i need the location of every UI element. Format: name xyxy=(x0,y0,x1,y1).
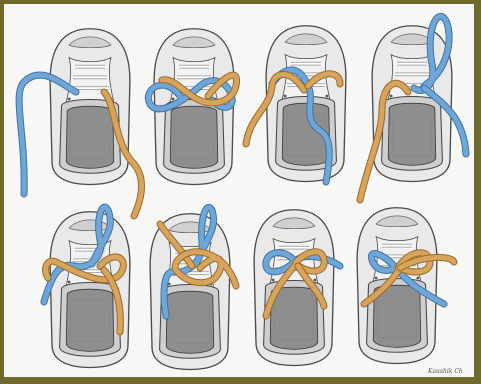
shoes-layer xyxy=(50,26,452,370)
shoe-laces-bow-forming-icon xyxy=(254,210,334,366)
shoe-tying-steps-illustration xyxy=(4,4,474,377)
artist-signature: Kaushik Ch xyxy=(428,368,463,375)
shoe-laces-loose-icon xyxy=(50,29,130,185)
shoe-laces-finished-bow-icon xyxy=(357,208,437,364)
shoe-laces-first-knot-icon xyxy=(266,26,346,182)
illustration-paper: Kaushik Ch xyxy=(4,4,474,377)
